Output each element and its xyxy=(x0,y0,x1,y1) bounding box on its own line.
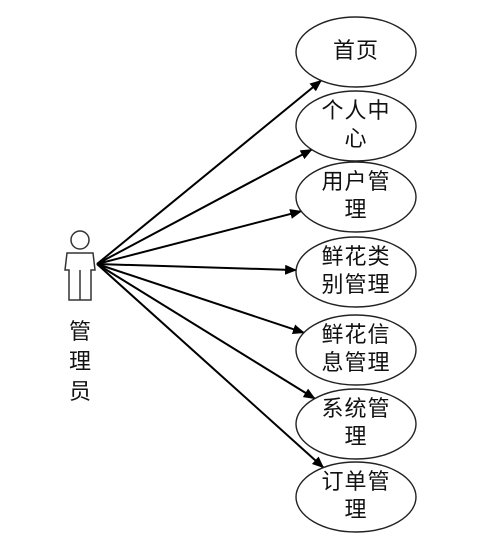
use-case-flower-category-management: 鲜花类别管理 xyxy=(321,245,391,298)
use-case-system-management: 系统管理 xyxy=(321,397,391,450)
use-case-personal-center: 个人中心 xyxy=(321,99,391,152)
association-arrow xyxy=(96,148,313,265)
association-arrow xyxy=(96,263,316,400)
use-case-ellipse xyxy=(295,314,417,386)
use-case-ellipses xyxy=(295,16,417,533)
actor-label-char: 理 xyxy=(68,350,91,375)
association-lines xyxy=(96,79,325,469)
use-case-order-management: 订单管理 xyxy=(321,470,391,523)
use-case-flower-info-management: 鲜花信息管理 xyxy=(321,323,391,376)
use-case-ellipse xyxy=(295,461,417,533)
actor-label: 管 理 员 xyxy=(62,318,98,408)
association-arrow xyxy=(96,263,325,469)
association-arrow xyxy=(96,263,305,334)
actor-label-char: 员 xyxy=(68,380,91,405)
use-case-home: 首页 xyxy=(332,39,379,64)
use-case-user-management: 用户管理 xyxy=(321,170,391,223)
actor-label-char: 管 xyxy=(68,320,91,345)
association-arrow xyxy=(96,263,298,275)
use-case-ellipse xyxy=(295,16,417,88)
use-case-ellipse xyxy=(295,388,417,460)
actor-body xyxy=(64,252,96,301)
association-arrow xyxy=(96,209,303,265)
use-case-ellipse xyxy=(295,161,417,233)
use-case-ellipse xyxy=(295,236,417,308)
use-case-ellipse xyxy=(295,90,417,162)
association-arrow xyxy=(96,79,322,265)
actor-head xyxy=(70,230,90,250)
actor-figure xyxy=(64,230,96,301)
